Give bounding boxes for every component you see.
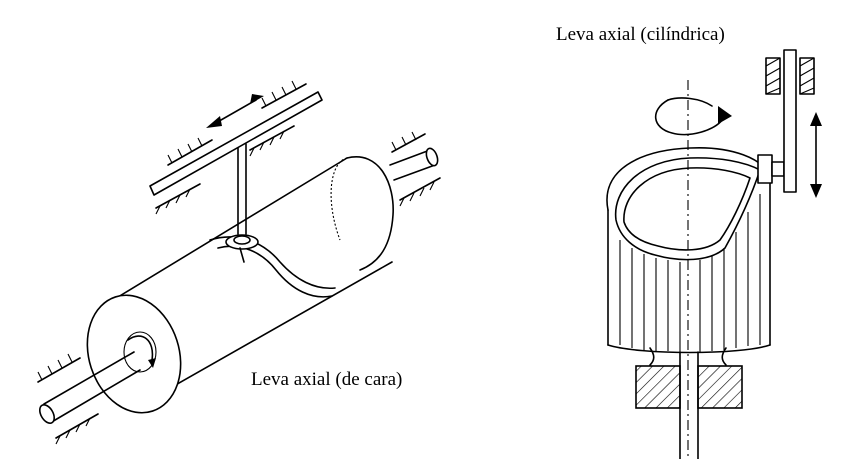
rotation-arrowhead-left-icon [148,358,156,368]
rotation-arrow-left-icon [127,335,154,361]
left-shaft-front [38,351,141,424]
translation-arrow-icon [206,94,264,128]
cylindrical-cam-drawing [606,49,822,460]
follower-stem [225,143,259,263]
cam-cylinder-right [606,147,771,354]
follower-guide-bar [149,80,323,215]
right-follower [757,49,815,193]
cylindrical-cam-label: Leva axial (cilíndrica) [556,24,725,45]
right-shaft-bearing [635,347,743,460]
cam-cylinder [117,156,394,388]
vertical-translation-arrow-icon [810,112,822,198]
rotation-arrow-right-icon [654,97,732,136]
cam-groove-right [614,157,761,261]
face-disc [86,294,182,414]
face-cam-drawing [37,80,441,445]
left-bearing-symbols [37,131,441,445]
left-shaft-rear [389,147,439,181]
face-cam-label: Leva axial (de cara) [251,369,403,390]
